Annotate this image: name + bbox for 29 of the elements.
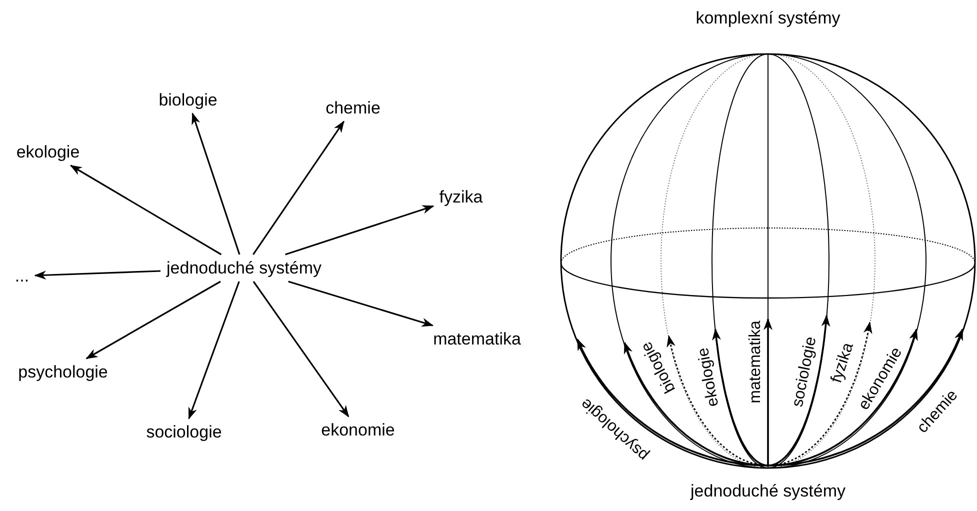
arrow <box>70 164 222 256</box>
arrow <box>712 328 768 466</box>
center-label: jednoduché systémy <box>684 466 852 504</box>
field-label: psychologie <box>12 358 114 386</box>
field-label: sociologie <box>140 418 228 446</box>
edge-label: ekologie <box>696 346 722 408</box>
arrow <box>768 328 964 466</box>
edge-label: fyzika <box>828 341 856 385</box>
arrow <box>764 318 772 466</box>
arrow <box>34 270 161 280</box>
arrow <box>252 281 350 418</box>
field-label: ekologie <box>10 138 86 166</box>
field-label: chemie <box>320 94 386 122</box>
field-label: ekonomie <box>315 416 401 444</box>
edge-label: sociologie <box>790 335 820 408</box>
field-label: fyzika <box>433 184 489 210</box>
center-label: jednoduché systémy <box>160 254 328 282</box>
arrow <box>192 112 240 255</box>
field-label: matematika <box>427 326 527 352</box>
arrow <box>188 281 240 420</box>
arrow <box>624 342 768 466</box>
arrow <box>285 205 434 256</box>
arrow <box>86 280 221 360</box>
field-label: biologie <box>152 86 224 114</box>
arrow <box>252 120 344 255</box>
arrow <box>288 280 434 327</box>
field-label: ... <box>8 262 36 290</box>
edge-label: matematika <box>748 320 764 404</box>
pole-label: komplexní systémy <box>696 10 840 26</box>
